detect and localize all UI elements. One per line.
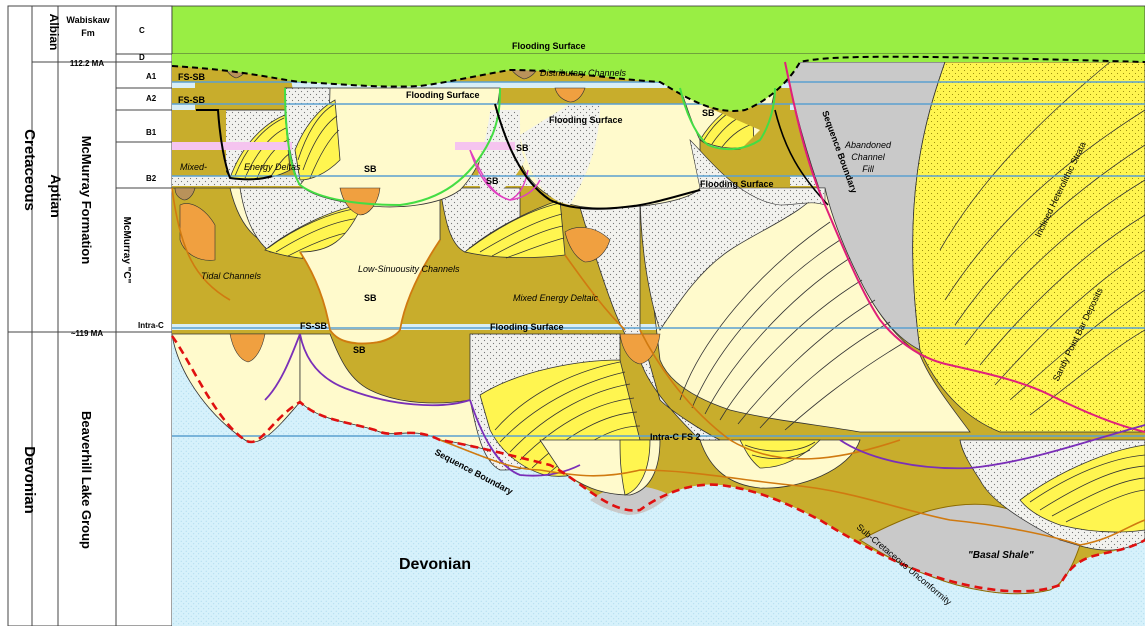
formation-mcmurray: McMurray Formation bbox=[79, 136, 94, 265]
label-mixed-energy-1: Mixed- bbox=[180, 162, 207, 172]
sequence-boundary-channel bbox=[784, 61, 1145, 433]
label-fs-sb-intra-c: FS-SB bbox=[300, 321, 328, 331]
label-abandoned-1: Abandoned bbox=[844, 140, 892, 150]
stage-aptian: Aptian bbox=[48, 174, 64, 218]
age-base: ~119 MA bbox=[71, 329, 103, 338]
formation-mcmurray-c: McMurray "C" bbox=[121, 217, 132, 284]
label-flooding-surface-5: Flooding Surface bbox=[490, 322, 564, 332]
sub-cretaceous-unconformity-line bbox=[170, 335, 1145, 593]
label-flooding-surface-4: Flooding Surface bbox=[700, 179, 774, 189]
label-tidal-channels: Tidal Channels bbox=[201, 271, 261, 281]
label-abandoned-3: Fill bbox=[862, 164, 874, 174]
label-sb-b1: SB bbox=[364, 164, 377, 174]
label-sb-lower: SB bbox=[353, 345, 366, 355]
label-sb-upper-right: SB bbox=[702, 108, 715, 118]
label-flooding-surface-2: Flooding Surface bbox=[406, 90, 480, 100]
label-sb-b2: SB bbox=[486, 176, 499, 186]
flooding-surface-top bbox=[172, 54, 1145, 111]
label-distributary-channels: Distributary Channels bbox=[540, 68, 627, 78]
label-sb-b1b: SB bbox=[516, 143, 529, 153]
formation-wabiskaw-line2: Fm bbox=[81, 28, 95, 38]
cross-section bbox=[170, 5, 1145, 626]
label-sb-middle: SB bbox=[364, 293, 377, 303]
point-bar-deposits bbox=[912, 61, 1145, 433]
label-flooding-surface-1: Flooding Surface bbox=[512, 41, 586, 51]
wabiskaw-c-unit bbox=[171, 5, 1145, 55]
age-top: 112.2 MA bbox=[70, 59, 104, 68]
ihs-lines bbox=[939, 61, 1145, 416]
label-intra-c-fs2: Intra-C FS 2 bbox=[650, 432, 701, 442]
label-mixed-energy-deltaic: Mixed Energy Deltaic bbox=[513, 293, 599, 303]
label-devonian-basement: Devonian bbox=[399, 556, 471, 573]
unit-a2: A2 bbox=[146, 94, 157, 103]
label-fs-sb-a1: FS-SB bbox=[178, 72, 206, 82]
unit-c: C bbox=[139, 26, 145, 35]
formation-wabiskaw-line1: Wabiskaw bbox=[66, 15, 110, 25]
label-flooding-surface-3: Flooding Surface bbox=[549, 115, 623, 125]
formation-beaverhill: Beaverhill Lake Group bbox=[79, 411, 94, 549]
label-basal-shale: "Basal Shale" bbox=[968, 550, 1034, 561]
unit-a1: A1 bbox=[146, 72, 157, 81]
lower-ihs-lines bbox=[494, 361, 641, 475]
strat-column bbox=[7, 5, 173, 626]
period-cretaceous: Cretaceous bbox=[21, 129, 38, 211]
label-low-sinuosity-channels: Low-Sinuousity Channels bbox=[358, 264, 460, 274]
period-devonian: Devonian bbox=[21, 446, 38, 514]
label-mixed-energy-2: Energy Deltas bbox=[244, 162, 301, 172]
label-abandoned-2: Channel bbox=[851, 152, 886, 162]
unit-d: D bbox=[139, 53, 145, 62]
label-fs-sb-a2: FS-SB bbox=[178, 95, 206, 105]
stage-albian: Albian bbox=[47, 14, 61, 51]
unit-b2: B2 bbox=[146, 174, 157, 183]
unit-intra-c: Intra-C bbox=[138, 321, 164, 330]
unit-b1: B1 bbox=[146, 128, 157, 137]
